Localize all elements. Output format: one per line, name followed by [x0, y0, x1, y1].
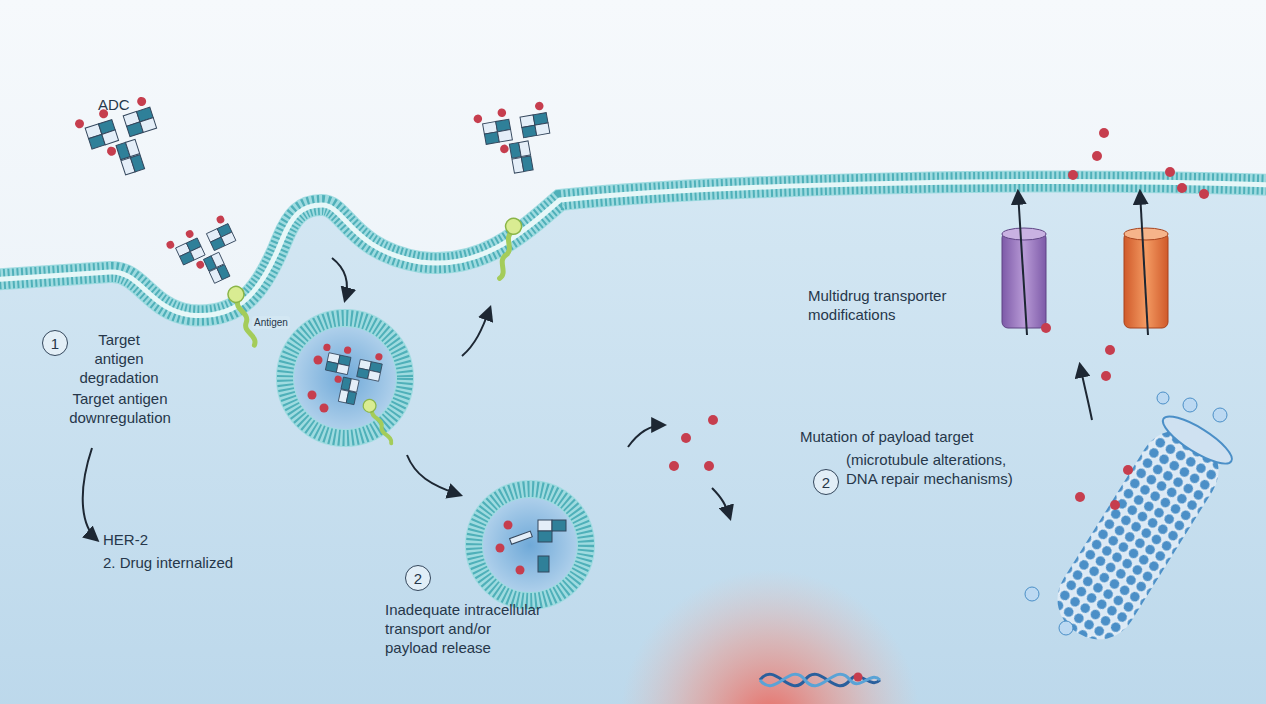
antigen-label: Antigen — [252, 316, 290, 329]
mechanism-text: Target antigen degradation — [75, 330, 163, 387]
antigen — [492, 216, 524, 280]
endosome-lipids — [285, 318, 405, 438]
membrane — [0, 182, 1266, 316]
lysosome-lipids — [474, 489, 586, 601]
target-name: HER-2 — [103, 530, 148, 549]
antigen — [361, 397, 397, 446]
callout-circle: 1 — [42, 330, 68, 356]
step-text: 2. Drug internalized — [103, 553, 233, 572]
adc-molecule — [473, 101, 556, 179]
callout-number: 2 — [414, 571, 422, 586]
cytoplasm — [0, 182, 1266, 704]
adc-molecule — [313, 342, 384, 409]
endosome — [285, 318, 405, 438]
callout-circle: 2 — [405, 565, 431, 591]
mechanism-text: Multidrug transporter modifications — [808, 286, 968, 324]
mechanism-text: Inadequate intracellular transport and/o… — [385, 600, 545, 657]
membrane-lipids — [0, 182, 1266, 316]
adc-molecule — [73, 95, 167, 185]
adc-molecule — [165, 214, 249, 295]
microtubule — [1043, 409, 1237, 654]
membrane-core — [0, 182, 1266, 316]
mechanism-text: (microtubule alterations, DNA repair mec… — [846, 450, 1036, 488]
adc-label: ADC — [98, 96, 130, 114]
mechanism-text: Mutation of payload target — [800, 427, 973, 446]
nucleus-glow — [560, 560, 980, 704]
callout-circle: 2 — [813, 469, 839, 495]
callout-number: 1 — [51, 336, 59, 351]
mechanism-text: Target antigen downregulation — [55, 389, 185, 427]
callout-number: 2 — [822, 475, 830, 490]
lysosome — [474, 489, 586, 601]
